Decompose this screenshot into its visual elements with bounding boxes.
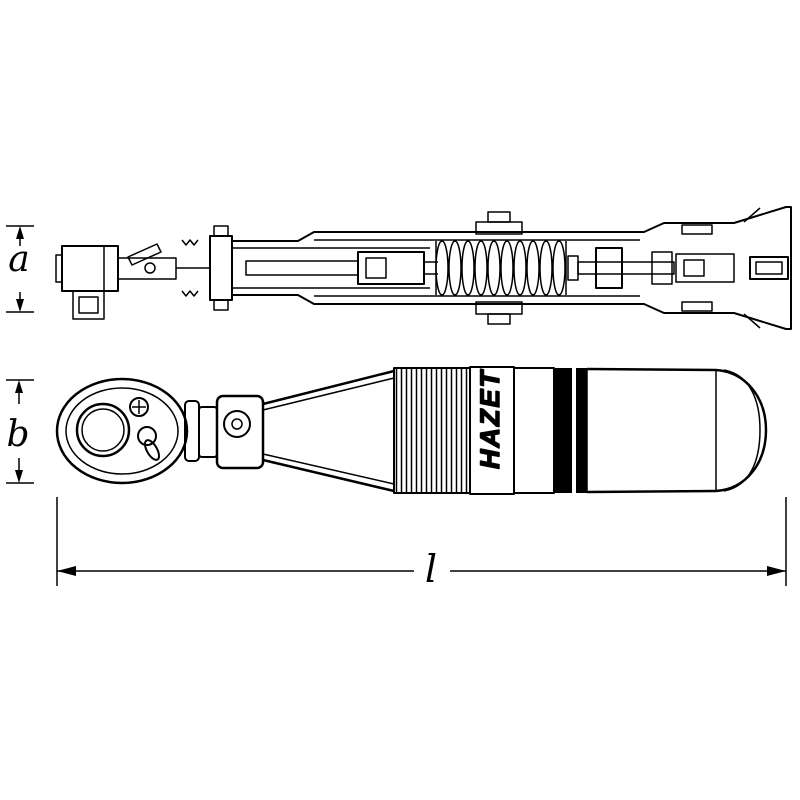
dimension-b-label: b <box>6 414 29 455</box>
dimension-l-label: l <box>425 547 437 591</box>
side-view: HAZET <box>55 366 768 495</box>
section-linkage <box>117 239 210 297</box>
marker-band-wide <box>554 368 572 493</box>
section-view <box>55 206 792 330</box>
tapered-body <box>262 369 395 493</box>
knurled-ring <box>393 367 471 494</box>
marker-band-thin <box>576 368 587 493</box>
dimension-l: l <box>56 497 787 591</box>
section-housing <box>231 206 792 330</box>
dimension-a: a <box>6 225 34 313</box>
section-push-rod <box>245 251 438 285</box>
brand-band: HAZET <box>469 366 515 495</box>
scale-sleeve <box>513 367 587 494</box>
head-screw-icon <box>129 397 149 417</box>
ratchet-head <box>55 377 189 485</box>
reverse-lever <box>137 426 160 461</box>
dimension-a-label: a <box>8 239 29 280</box>
handle <box>586 367 768 494</box>
neck-collar <box>184 394 265 470</box>
section-lock-tabs <box>475 211 713 325</box>
dimension-b: b <box>6 379 34 484</box>
section-adjuster <box>567 247 789 289</box>
section-spring <box>435 240 567 296</box>
square-drive-hole <box>75 402 131 458</box>
brand-label: HAZET <box>475 369 505 469</box>
